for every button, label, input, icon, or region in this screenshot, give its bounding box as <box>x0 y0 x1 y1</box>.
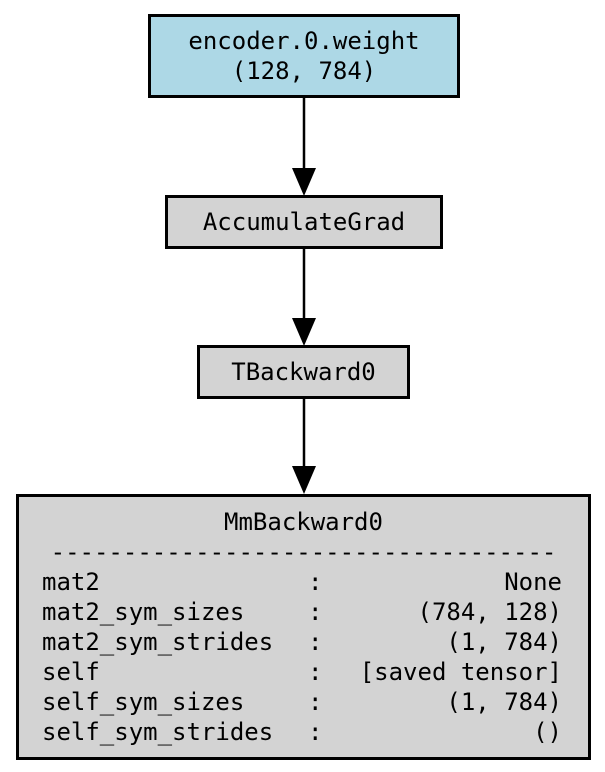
attribute-value: (1, 784) <box>446 628 562 656</box>
attribute-value: (1, 784) <box>446 688 562 716</box>
edge-accumulategrad-to-tbackward <box>292 248 316 346</box>
attribute-colon: : <box>308 568 323 596</box>
variable-node: encoder.0.weight (128, 784) <box>148 14 460 98</box>
attribute-colon: : <box>308 598 323 626</box>
mmbackward-title: MmBackward0 <box>224 508 383 536</box>
attribute-value: (784, 128) <box>417 598 563 626</box>
attribute-value: None <box>504 568 562 596</box>
edge-tbackward-to-mmbackward <box>292 398 316 494</box>
attribute-key: self_sym_strides <box>42 718 274 746</box>
attribute-colon: : <box>308 628 323 656</box>
mmbackward-node: MmBackward0 ----------------------------… <box>16 494 591 760</box>
attribute-key: self <box>42 658 100 686</box>
attribute-row: self : [saved tensor] <box>19 657 588 687</box>
variable-name: encoder.0.weight <box>188 27 420 55</box>
accumulategrad-label: AccumulateGrad <box>202 208 406 236</box>
attribute-key: mat2_sym_strides <box>42 628 274 656</box>
attribute-value: [saved tensor] <box>359 658 562 686</box>
attribute-key: self_sym_sizes <box>42 688 245 716</box>
attribute-colon: : <box>308 718 323 746</box>
accumulategrad-node: AccumulateGrad <box>165 195 443 249</box>
variable-shape: (128, 784) <box>231 57 377 85</box>
mmbackward-separator: ----------------------------------- <box>50 538 557 566</box>
attribute-colon: : <box>308 688 323 716</box>
attribute-row: mat2 : None <box>19 567 588 597</box>
attribute-row: mat2_sym_sizes : (784, 128) <box>19 597 588 627</box>
attribute-row: self_sym_strides : () <box>19 717 588 747</box>
attribute-key: mat2 <box>42 568 100 596</box>
edge-variable-to-accumulategrad <box>292 97 316 196</box>
attribute-value: () <box>533 718 562 746</box>
attribute-row: mat2_sym_strides : (1, 784) <box>19 627 588 657</box>
attribute-colon: : <box>308 658 323 686</box>
attribute-row: self_sym_sizes : (1, 784) <box>19 687 588 717</box>
tbackward-node: TBackward0 <box>197 345 410 399</box>
tbackward-label: TBackward0 <box>231 358 376 386</box>
attribute-key: mat2_sym_sizes <box>42 598 245 626</box>
mmbackward-attributes: mat2 : None mat2_sym_sizes : (784, 128) … <box>19 567 588 747</box>
